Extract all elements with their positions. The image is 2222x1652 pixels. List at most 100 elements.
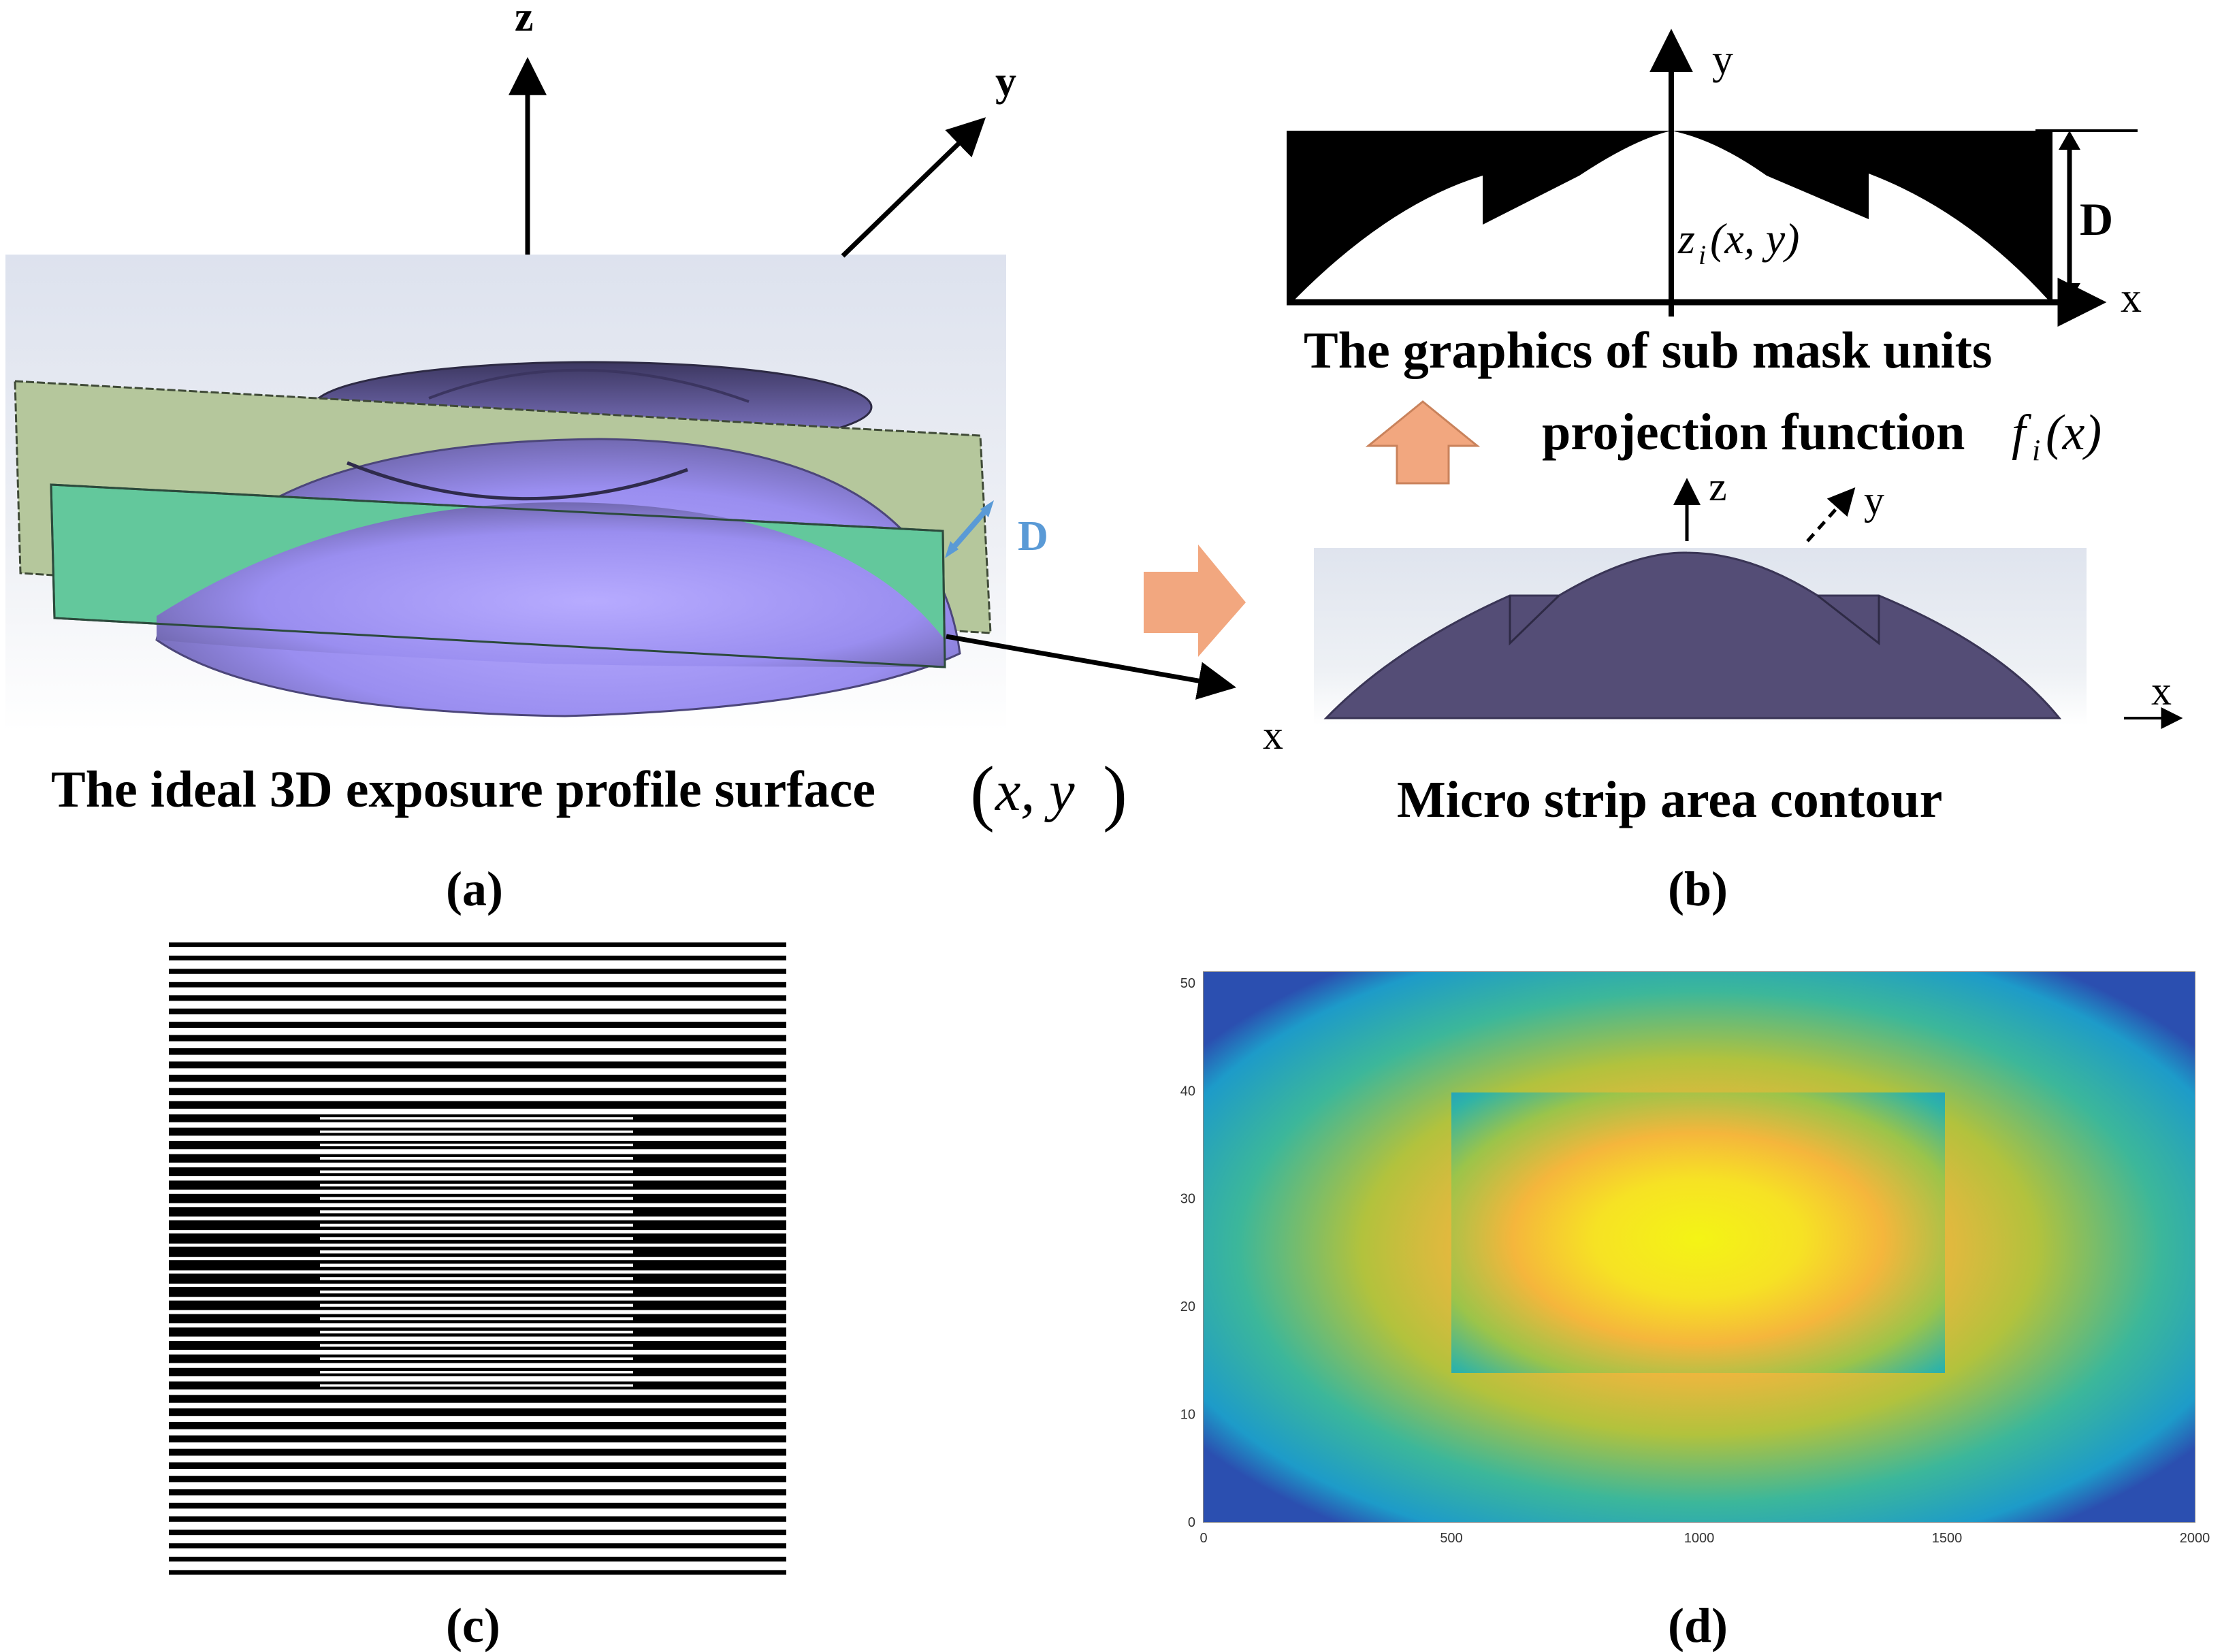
- transition-arrow-right: [1144, 545, 1246, 657]
- y-tick-label: 10: [1180, 1408, 1195, 1423]
- mask-stripe: [169, 1529, 786, 1536]
- mask-stripe-gap: [320, 1144, 633, 1147]
- projection-args: (x): [2046, 405, 2102, 461]
- mask-stripe-gap: [320, 1170, 633, 1173]
- mask-stripe: [169, 1061, 786, 1069]
- mask-stripe-gap: [320, 1370, 633, 1374]
- projection-arrow-up: [1365, 400, 1481, 485]
- x-tick-label: 2000: [2180, 1531, 2210, 1546]
- x-axis-line: [946, 634, 1237, 700]
- bottom-title: Micro strip area contour: [1397, 771, 1942, 828]
- contour-step-right: [1817, 594, 1880, 646]
- panel-b-label: (b): [1668, 862, 1728, 916]
- mask-stripe-gap: [320, 1290, 633, 1294]
- bottom-axis-x-label: x: [2151, 668, 2172, 713]
- mask-stripe: [169, 1570, 786, 1575]
- y-tick-label: 40: [1180, 1084, 1195, 1099]
- mask-stripe-gap: [320, 1303, 633, 1307]
- mask-stripe: [169, 1074, 786, 1082]
- caption-math-vars: x, y: [994, 760, 1075, 823]
- panel-d: 0 500 1000 1500 2000 0 10 20 30 40 50 (d): [1180, 971, 2210, 1652]
- mask-stripe: [169, 1489, 786, 1495]
- mask-stripe: [169, 995, 786, 1001]
- top-axis-y-label: y: [1712, 37, 1733, 83]
- d-arrowhead-bottom: [945, 541, 959, 558]
- formula-z: z: [1677, 214, 1695, 263]
- mask-stripe-gap: [320, 1184, 633, 1187]
- d-arrowhead-top: [980, 500, 994, 517]
- bottom-axis-z-label: z: [1709, 464, 1727, 509]
- mask-stripe: [169, 1502, 786, 1509]
- panel-b: x y D z i (x, y) The graphics of sub mas…: [1263, 29, 2183, 916]
- mask-stripe: [169, 1435, 786, 1443]
- bottom-axis-x-left-label: x: [1263, 713, 1283, 758]
- z-axis-label: z: [515, 0, 534, 40]
- mask-stripe: [169, 1395, 786, 1403]
- top-d-arrowhead-down: [2059, 283, 2080, 302]
- panel-a: z y D The ideal 3D exposure profile surf…: [5, 0, 1237, 916]
- front-plane-outline: [50, 483, 946, 668]
- heatmap-inner-rectangle: [1451, 1092, 1945, 1373]
- mask-stripe: [169, 1516, 786, 1522]
- contour-step-left: [1509, 594, 1560, 646]
- x-tick-label: 500: [1440, 1531, 1462, 1546]
- mask-stripe-gap: [320, 1330, 633, 1333]
- formula-z-args: (x, y): [1710, 214, 1799, 263]
- mask-stripe-gap: [320, 1223, 633, 1227]
- mask-stripe: [169, 1448, 786, 1456]
- mask-stripe: [169, 1022, 786, 1028]
- y-axis-line: [841, 117, 986, 258]
- mask-stripe: [169, 982, 786, 988]
- micro-strip-contour: [1323, 551, 2062, 719]
- panel-c: (c): [169, 942, 786, 1652]
- panel-a-label: (a): [446, 862, 503, 916]
- lens-inner-ridge: [428, 368, 750, 403]
- mask-stripe: [169, 1101, 786, 1109]
- mask-stripe: [169, 969, 786, 974]
- mask-stripe-gap: [320, 1263, 633, 1267]
- mask-stripe: [169, 1088, 786, 1096]
- mask-stripe: [169, 1421, 786, 1429]
- mask-stripe: [169, 1035, 786, 1041]
- mask-stripe: [169, 1543, 786, 1549]
- y-tick-label: 30: [1180, 1192, 1195, 1207]
- mask-stripe: [169, 1008, 786, 1015]
- y-axis-label: y: [995, 59, 1016, 105]
- x-tick-label: 1000: [1684, 1531, 1715, 1546]
- mask-stripe: [169, 955, 786, 960]
- bottom-axis-y-label: y: [1864, 478, 1884, 523]
- mask-stripe-pattern: [169, 942, 786, 1575]
- y-tick-label: 0: [1188, 1515, 1195, 1530]
- mask-stripe-gap: [320, 1277, 633, 1280]
- projection-f: f: [2012, 405, 2032, 461]
- mask-stripe-gap: [320, 1317, 633, 1321]
- projection-f-sub: i: [2032, 434, 2040, 467]
- y-tick-label: 50: [1180, 976, 1195, 991]
- mask-stripe-gap: [320, 1250, 633, 1254]
- mask-stripe: [169, 1048, 786, 1055]
- mask-stripe: [169, 1408, 786, 1416]
- panel-a-caption: The ideal 3D exposure profile surface: [51, 761, 875, 818]
- mask-stripe-gap: [320, 1117, 633, 1120]
- y-tick-label: 20: [1180, 1299, 1195, 1314]
- mask-stripe-gap: [320, 1130, 633, 1133]
- heatmap-axis-ticks: 0 500 1000 1500 2000 0 10 20 30 40 50: [1180, 976, 2210, 1546]
- d-double-arrow: [950, 508, 988, 550]
- caption-paren-open: (: [970, 752, 995, 833]
- panel-d-label: (d): [1668, 1598, 1728, 1652]
- x-tick-label: 0: [1199, 1531, 1207, 1546]
- mask-stripe: [169, 1462, 786, 1469]
- bottom-y-axis: [1806, 487, 1856, 542]
- panel-c-label: (c): [446, 1598, 500, 1652]
- top-d-label: D: [2080, 193, 2113, 245]
- mask-stripe: [169, 1476, 786, 1483]
- mask-stripe-gap: [320, 1357, 633, 1361]
- mask-stripe-gap: [320, 1237, 633, 1240]
- top-title: The graphics of sub mask units: [1304, 322, 1993, 379]
- d-label: D: [1018, 513, 1048, 560]
- mask-stripe: [169, 942, 786, 948]
- formula-z-sub: i: [1698, 240, 1706, 270]
- x-tick-label: 1500: [1932, 1531, 1963, 1546]
- mask-stripe-gap: [320, 1344, 633, 1347]
